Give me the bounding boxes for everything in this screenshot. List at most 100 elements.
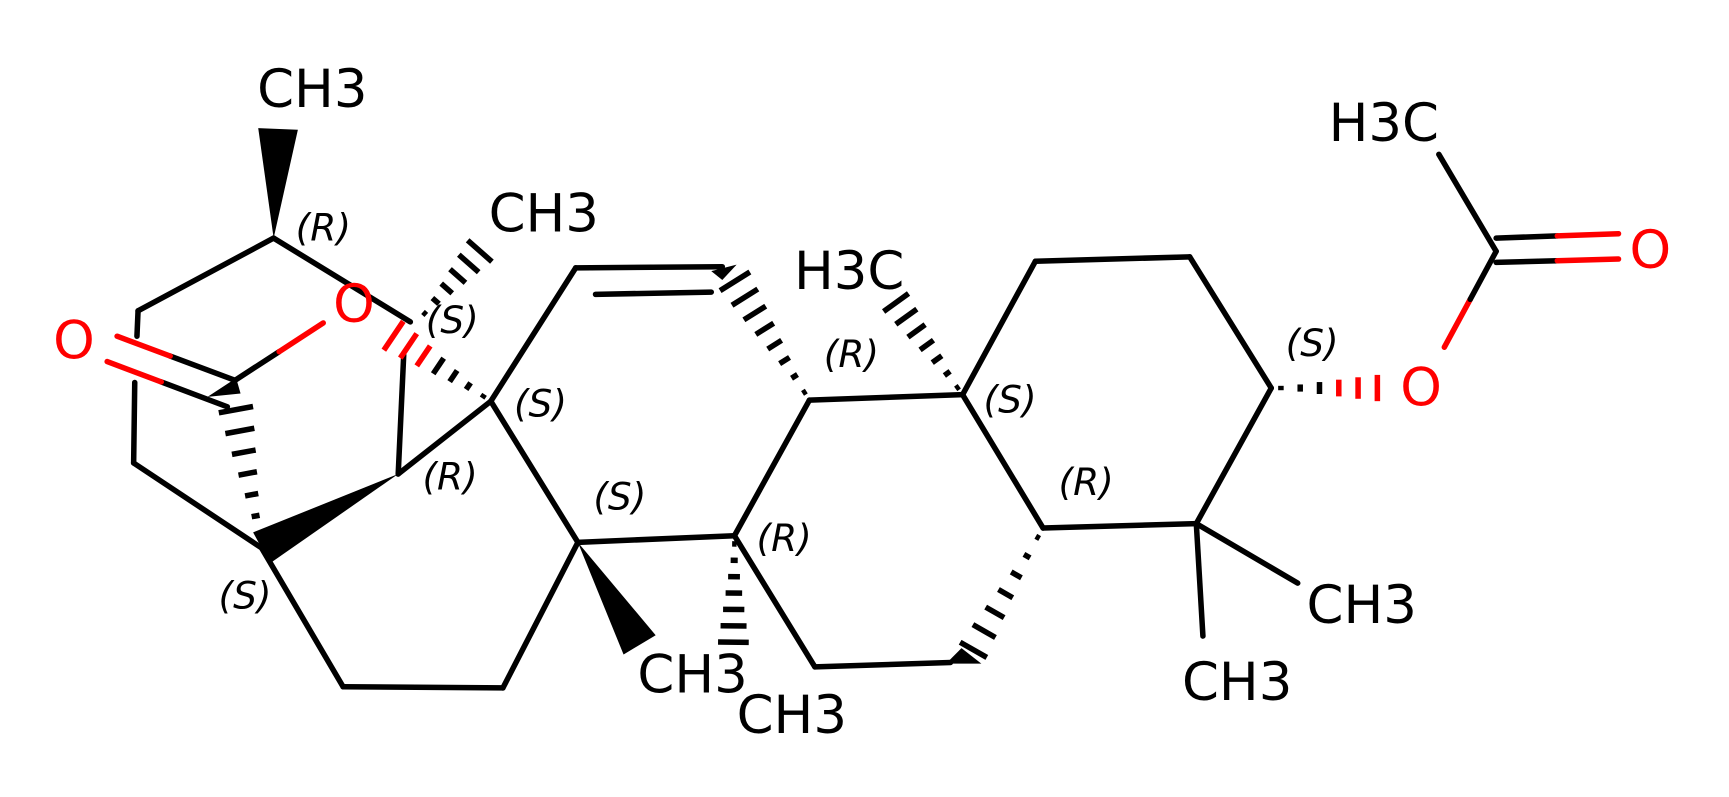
stereo-descriptor: (S) <box>593 474 646 518</box>
hashed-bond-segment <box>1034 533 1042 541</box>
stereo-descriptor: (S) <box>426 298 479 342</box>
wedge-bond <box>258 128 298 239</box>
bond <box>1554 230 1622 239</box>
bond <box>130 460 265 551</box>
hashed-bond-segment <box>430 356 446 376</box>
stereo-descriptor: (S) <box>984 377 1037 421</box>
atom-label-c: CH3 <box>257 59 367 120</box>
bond <box>232 348 282 384</box>
hashed-bond-segment <box>465 238 494 264</box>
hashed-bond-segment <box>479 392 487 400</box>
hashed-bond-segment <box>958 639 989 660</box>
hashed-bond-segment <box>730 286 760 308</box>
hashed-bond-segment <box>457 252 481 275</box>
bond <box>959 391 1046 531</box>
bond <box>1467 248 1499 303</box>
stereo-descriptor: (R) <box>1059 460 1114 504</box>
hashed-bond-segment <box>971 622 997 640</box>
hashed-bond-segment <box>244 490 259 499</box>
bond <box>1436 151 1499 255</box>
bond <box>1441 296 1473 350</box>
hashed-bond-segment <box>218 403 254 416</box>
hashed-bond-segment <box>930 353 944 365</box>
bond <box>731 532 818 670</box>
bond <box>575 532 738 546</box>
bond <box>1193 520 1206 639</box>
bond <box>158 379 231 410</box>
bond <box>500 539 581 691</box>
hashed-bond-segment <box>463 381 473 392</box>
hashed-bond-segment <box>421 309 429 317</box>
hashed-bond-segment <box>778 355 792 366</box>
hashed-bond-segment <box>742 303 768 323</box>
atom-label-c: H3C <box>794 241 904 302</box>
bond <box>114 333 173 359</box>
bond <box>395 398 494 477</box>
hashed-bond-segment <box>414 344 433 368</box>
wedge-bond <box>253 474 399 564</box>
atom-label-o: O <box>1630 220 1672 281</box>
atom-label-c: CH3 <box>489 183 599 244</box>
atom-label-o: O <box>53 310 95 371</box>
stereo-descriptor: (R) <box>756 516 811 560</box>
hashed-bond-segment <box>256 534 263 541</box>
hashed-bond-segment <box>251 512 261 520</box>
bond <box>959 258 1039 398</box>
hashed-bond-segment <box>942 369 952 378</box>
atom-label-o: O <box>333 274 375 335</box>
bond <box>592 289 715 298</box>
stereo-descriptor: (S) <box>219 573 272 617</box>
hashed-bond-segment <box>1009 569 1023 581</box>
stereo-labels: (R) (S) (S) (R) (S) (S) (R) (R) (S) (R) (S) <box>219 205 1339 617</box>
bond <box>1040 520 1200 531</box>
hashed-bond-segment <box>231 447 257 458</box>
stereo-descriptor: (S) <box>514 382 567 426</box>
hashed-bond-segment <box>238 469 258 478</box>
hashed-bond-segment <box>997 587 1015 601</box>
bond <box>488 265 579 405</box>
bond <box>258 545 346 690</box>
hashed-bond-segment <box>447 368 460 384</box>
hashed-bond-segment <box>398 332 420 360</box>
hashed-bond-segment <box>894 306 919 327</box>
hashed-bond-segment <box>430 295 441 306</box>
bond <box>1493 257 1561 266</box>
hashed-bond-segment <box>954 384 961 392</box>
atom-label-c: CH3 <box>1182 652 1292 713</box>
stereo-descriptor: (R) <box>296 205 351 249</box>
hashed-bond-segment <box>918 337 936 353</box>
wedge-bond <box>946 648 982 664</box>
bond <box>104 358 165 385</box>
hashed-bond-segment <box>718 269 752 293</box>
stereo-descriptor: (R) <box>824 332 879 376</box>
hashed-bond-segment <box>448 267 468 285</box>
hashed-bond-segment <box>882 291 911 314</box>
hashed-bond-segment <box>381 319 406 352</box>
bond <box>1493 233 1561 241</box>
hashed-bond-segment <box>754 320 776 337</box>
hashed-bond-segment <box>906 322 927 340</box>
wedge-bond <box>711 264 737 280</box>
stereo-descriptor: (S) <box>1286 321 1339 365</box>
bond <box>395 352 407 477</box>
bond <box>1193 520 1301 586</box>
bond <box>1032 254 1193 265</box>
bonds <box>104 128 1622 691</box>
hashed-bond-segment <box>801 388 808 396</box>
atom-label-c: CH3 <box>1307 575 1417 636</box>
bond <box>130 379 138 466</box>
stereo-descriptor: (R) <box>422 454 477 498</box>
hashed-bond-segment <box>766 338 784 352</box>
hashed-bond-segment <box>790 372 799 381</box>
bond <box>1554 256 1622 264</box>
bond <box>731 397 813 539</box>
bond <box>340 684 506 691</box>
bond <box>572 264 726 271</box>
bond <box>806 391 966 403</box>
bond <box>167 353 238 384</box>
bond <box>135 235 277 314</box>
hashed-bond-segment <box>1022 551 1032 561</box>
bond <box>134 308 141 339</box>
